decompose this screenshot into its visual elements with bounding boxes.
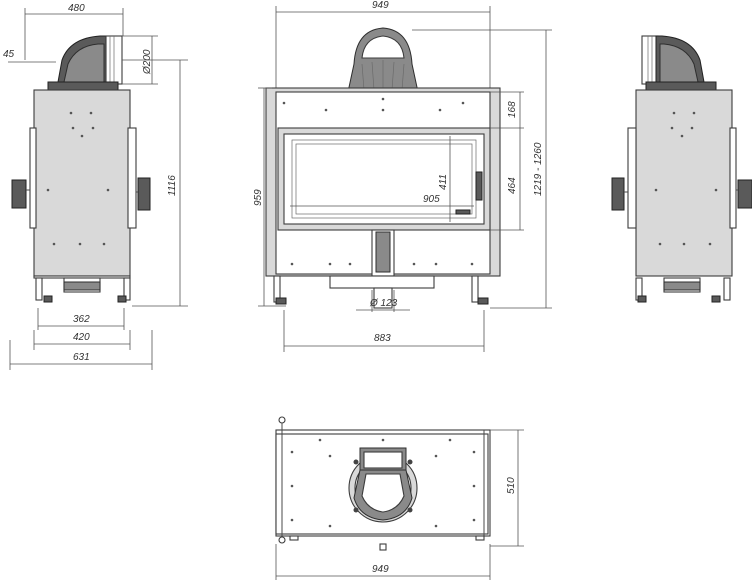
right-side-view xyxy=(611,35,752,303)
dim-420: 420 xyxy=(73,332,90,343)
dim-200: Ø200 xyxy=(142,49,153,75)
dim-949-bottom: 949 xyxy=(372,564,389,575)
dim-464: 464 xyxy=(507,177,518,194)
front-view: 949 xyxy=(253,0,552,352)
dim-905: 905 xyxy=(423,194,440,205)
dim-123: Ø 123 xyxy=(369,298,398,309)
dim-510: 510 xyxy=(506,477,517,494)
dim-1116: 1116 xyxy=(167,175,178,196)
dim-959: 959 xyxy=(253,189,264,206)
left-side-view: 480 45 Ø200 xyxy=(3,3,188,370)
dim-480: 480 xyxy=(68,3,85,14)
plan-view: 510 949 xyxy=(275,416,524,580)
dim-362: 362 xyxy=(73,314,90,325)
dim-631: 631 xyxy=(73,352,90,363)
dim-1219-1260: 1219 - 1260 xyxy=(533,142,544,196)
dim-883: 883 xyxy=(374,333,391,344)
dim-168: 168 xyxy=(507,101,518,118)
dim-411: 411 xyxy=(438,174,449,190)
dim-949-top: 949 xyxy=(372,0,389,11)
dim-45: 45 xyxy=(3,49,15,60)
